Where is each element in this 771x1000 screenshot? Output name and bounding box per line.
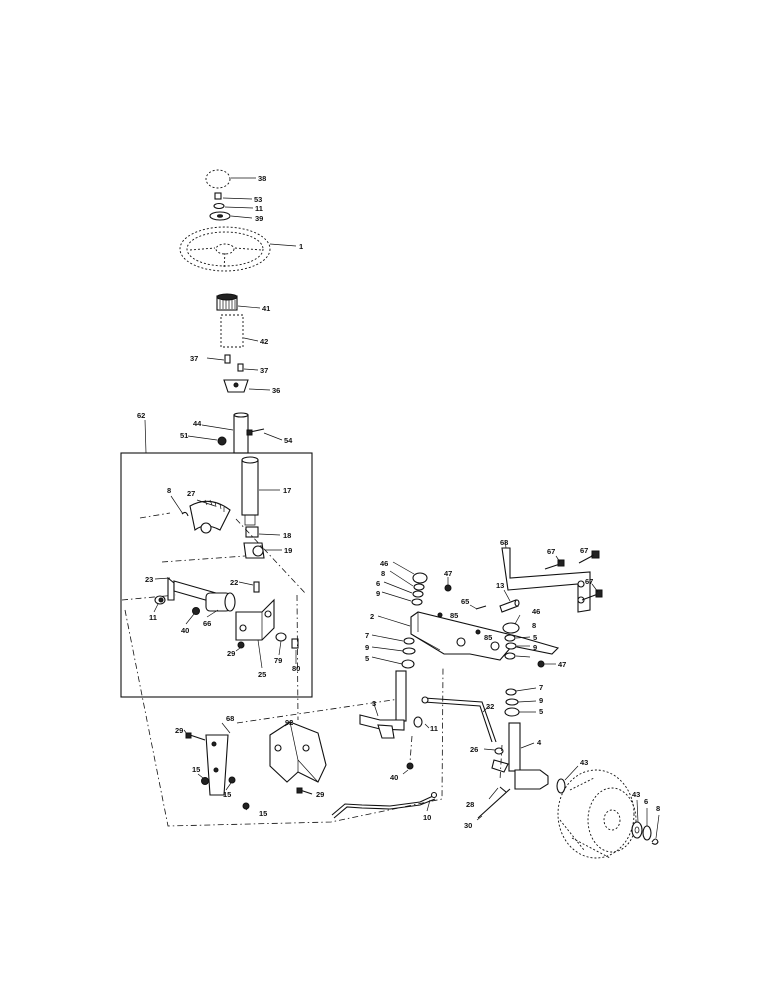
callout-53: 53	[254, 195, 262, 204]
callout-43: 43	[580, 758, 588, 767]
callout-40: 40	[390, 773, 398, 782]
callout-43: 43	[632, 790, 640, 799]
steering-gear-assembly-box	[120, 419, 313, 698]
callout-8: 8	[656, 804, 660, 813]
callout-17: 17	[283, 486, 291, 495]
callout-23: 23	[145, 575, 153, 584]
bolt-part	[246, 428, 283, 441]
callout-44: 44	[193, 419, 202, 428]
callout-67: 67	[585, 577, 593, 586]
callout-51: 51	[180, 431, 188, 440]
callout-65: 65	[461, 597, 469, 606]
callout-9: 9	[376, 589, 380, 598]
front-axle-assembly	[359, 539, 660, 859]
callout-85: 85	[450, 611, 458, 620]
shaft-part	[201, 412, 249, 454]
callout-46: 46	[532, 607, 540, 616]
callout-1: 1	[299, 242, 303, 251]
callout-25: 25	[258, 670, 266, 679]
sleeve-part	[220, 314, 259, 348]
callout-5: 5	[539, 707, 543, 716]
callout-37: 37	[190, 354, 198, 363]
callout-8: 8	[381, 569, 385, 578]
callout-46: 46	[380, 559, 388, 568]
callout-29: 29	[227, 649, 235, 658]
callout-32: 32	[486, 702, 494, 711]
callout-11: 11	[149, 613, 157, 622]
callout-7: 7	[365, 631, 369, 640]
front-wheel-part	[557, 769, 637, 859]
callout-11: 11	[430, 724, 438, 733]
callout-38: 38	[258, 174, 266, 183]
callout-39: 39	[255, 214, 263, 223]
knob-cap-part	[205, 169, 256, 189]
callout-15: 15	[192, 765, 200, 774]
callout-79: 79	[274, 656, 282, 665]
callout-66: 66	[203, 619, 211, 628]
callout-47: 47	[558, 660, 566, 669]
callout-40: 40	[181, 626, 189, 635]
callout-67: 67	[580, 546, 588, 555]
callout-41: 41	[262, 304, 270, 313]
callout-3: 3	[372, 699, 376, 708]
screw-part	[214, 192, 253, 200]
callout-9: 9	[533, 643, 537, 652]
callout-labels: 38 53 11 39 1 41 42 37 37 36 44 51 54 62…	[137, 174, 660, 830]
screw-part	[206, 354, 259, 372]
callout-68: 68	[226, 714, 234, 723]
callout-29: 29	[316, 790, 324, 799]
callout-36: 36	[272, 386, 280, 395]
callout-28: 28	[466, 800, 474, 809]
callout-19: 19	[284, 546, 292, 555]
callout-18: 18	[283, 531, 291, 540]
callout-42: 42	[260, 337, 268, 346]
callout-7: 7	[539, 683, 543, 692]
callout-5: 5	[533, 633, 537, 642]
callout-67: 67	[547, 547, 555, 556]
callout-37: 37	[260, 366, 268, 375]
adapter-part	[216, 293, 261, 311]
callout-26: 26	[470, 745, 478, 754]
callout-8: 8	[167, 486, 171, 495]
callout-68: 68	[500, 538, 508, 547]
callout-80: 80	[292, 664, 300, 673]
callout-2: 2	[370, 612, 374, 621]
washer-part	[213, 202, 254, 210]
callout-6: 6	[376, 579, 380, 588]
callout-10: 10	[423, 813, 431, 822]
steering-wheel-part	[179, 226, 297, 272]
callout-22: 22	[230, 578, 238, 587]
callout-5: 5	[365, 654, 369, 663]
callout-47: 47	[444, 569, 452, 578]
callout-85: 85	[484, 633, 492, 642]
callout-92: 92	[285, 718, 293, 727]
nut-part	[187, 435, 227, 446]
callout-15: 15	[223, 790, 231, 799]
callout-54: 54	[284, 436, 293, 445]
callout-27: 27	[187, 489, 195, 498]
callout-9: 9	[365, 643, 369, 652]
bracket-part	[223, 379, 271, 393]
callout-4: 4	[537, 738, 542, 747]
steering-column-assembly	[179, 169, 297, 454]
callout-6: 6	[644, 797, 648, 806]
callout-8: 8	[532, 621, 536, 630]
callout-13: 13	[496, 581, 504, 590]
cap-disc-part	[209, 211, 253, 221]
callout-11: 11	[255, 204, 263, 213]
lower-left-assembly	[124, 594, 444, 827]
callout-30: 30	[464, 821, 472, 830]
callout-15: 15	[259, 809, 267, 818]
callout-29: 29	[175, 726, 183, 735]
callout-9: 9	[539, 696, 543, 705]
callout-62: 62	[137, 411, 145, 420]
